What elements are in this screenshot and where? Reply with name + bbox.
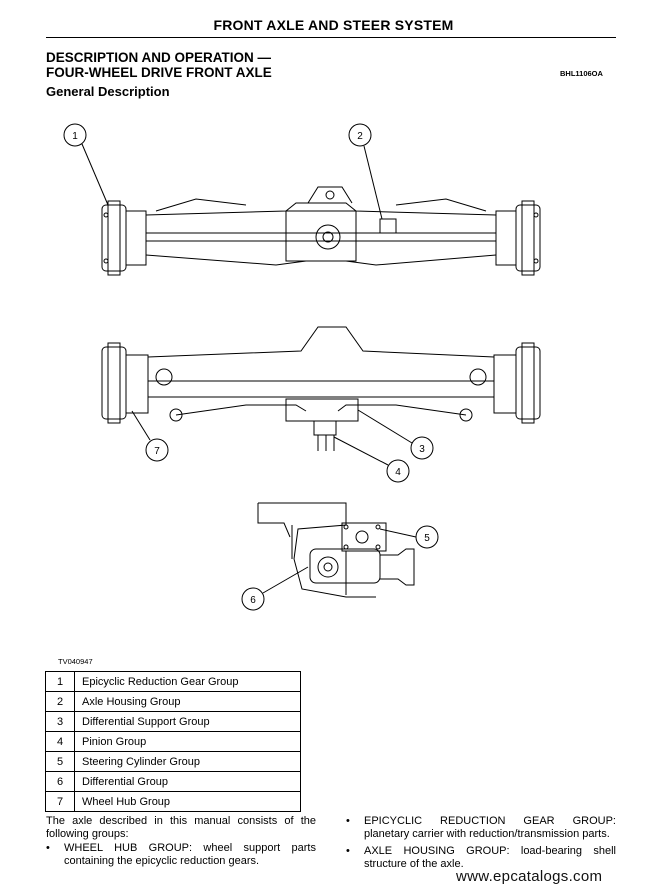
part-number: 5 [45, 751, 75, 772]
section-title: DESCRIPTION AND OPERATION — FOUR-WHEEL D… [46, 50, 272, 80]
part-number: 3 [45, 711, 75, 732]
list-item: • AXLE HOUSING GROUP: load-bearing shell… [346, 845, 616, 871]
part-name: Axle Housing Group [74, 691, 301, 712]
section-title-line1: DESCRIPTION AND OPERATION — [46, 50, 272, 65]
list-item: • WHEEL HUB GROUP: wheel support parts c… [46, 842, 316, 868]
bullet-text: EPICYCLIC REDUCTION GEAR GROUP: planetar… [364, 815, 616, 840]
callout-3: 3 [419, 444, 425, 455]
list-item: • EPICYCLIC REDUCTION GEAR GROUP: planet… [346, 815, 616, 841]
callout-1: 1 [72, 131, 78, 142]
part-number: 7 [45, 791, 75, 812]
callout-6: 6 [250, 595, 256, 606]
callout-4: 4 [395, 467, 401, 478]
intro-paragraph: The axle described in this manual consis… [46, 815, 316, 840]
bullet-text: AXLE HOUSING GROUP: load-bearing shell s… [364, 845, 616, 870]
reference-code: BHL1106OA [560, 69, 603, 78]
page-header-title: FRONT AXLE AND STEER SYSTEM [213, 17, 454, 33]
bullet-icon: • [46, 842, 50, 854]
axle-diagram: 1 2 3 4 5 6 7 [63, 123, 541, 611]
part-number: 6 [45, 771, 75, 792]
part-name: Pinion Group [74, 731, 301, 752]
section-title-line2: FOUR-WHEEL DRIVE FRONT AXLE [46, 65, 272, 80]
callout-5: 5 [424, 533, 430, 544]
part-name: Epicyclic Reduction Gear Group [74, 671, 301, 692]
callouts [63, 123, 439, 611]
part-number: 4 [45, 731, 75, 752]
callout-2: 2 [357, 131, 363, 142]
bullet-icon: • [346, 815, 350, 827]
body-left-column: The axle described in this manual consis… [46, 815, 316, 872]
axle-side-view [257, 502, 415, 598]
subsection-title: General Description [46, 84, 170, 99]
body-right-column: • EPICYCLIC REDUCTION GEAR GROUP: planet… [346, 815, 616, 875]
part-name: Differential Group [74, 771, 301, 792]
axle-front-view [101, 326, 541, 451]
bullet-text: WHEEL HUB GROUP: wheel support parts con… [64, 842, 316, 867]
axle-top-view [101, 186, 541, 276]
part-number: 1 [45, 671, 75, 692]
header-divider [46, 37, 616, 38]
bullet-icon: • [346, 845, 350, 857]
part-name: Differential Support Group [74, 711, 301, 732]
part-name: Wheel Hub Group [74, 791, 301, 812]
part-number: 2 [45, 691, 75, 712]
watermark-text: www.epcatalogs.com [456, 868, 603, 885]
callout-7: 7 [154, 446, 160, 457]
part-name: Steering Cylinder Group [74, 751, 301, 772]
figure-code: TV040947 [58, 657, 93, 666]
